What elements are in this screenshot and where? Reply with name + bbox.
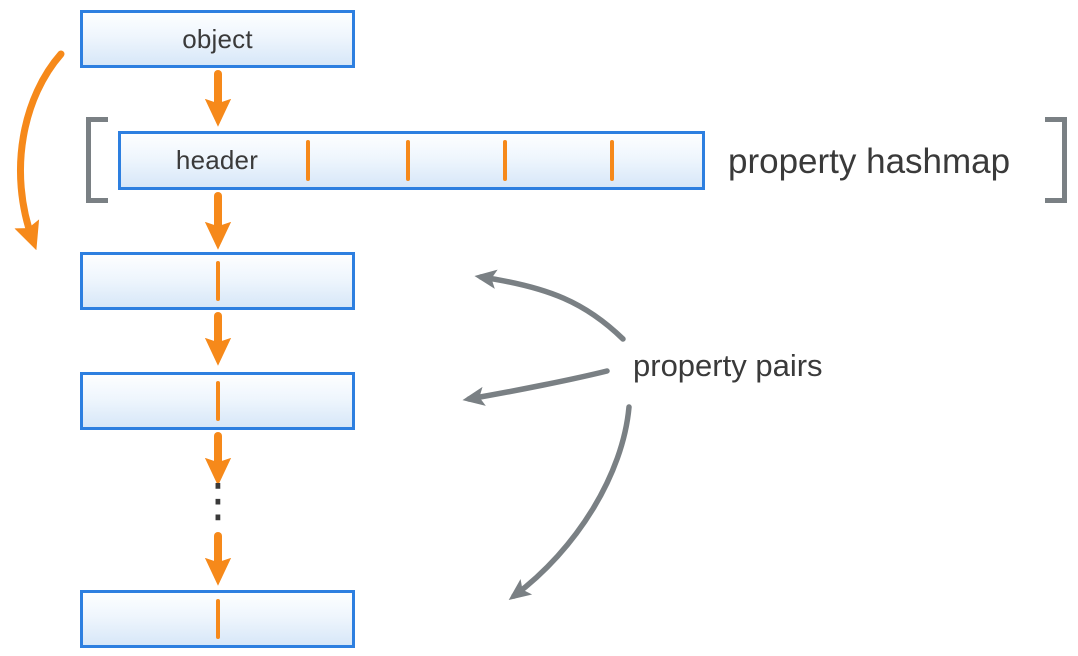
hashmap-box: header (118, 131, 705, 190)
object-box: object (80, 10, 355, 68)
continuation-dots: ⋮ (195, 473, 241, 527)
pairs-callout-arrow-middle (462, 368, 610, 406)
pairs-callout-arrow-top (474, 269, 626, 342)
pair-divider (215, 261, 220, 301)
object-to-pair1-curved-arrow (14, 50, 65, 251)
object-box-label: object (182, 23, 253, 54)
hashmap-slot-divider (610, 140, 614, 181)
hashmap-header-label: header (175, 145, 259, 175)
pairs-caption: property pairs (633, 348, 823, 383)
hashmap-slot-divider (306, 140, 310, 181)
hashmap-slot-divider (406, 140, 410, 181)
pair-divider (215, 599, 220, 639)
pair-divider (215, 381, 220, 421)
hashmap-slot-divider (503, 140, 507, 181)
hashmap-caption: property hashmap (728, 142, 1011, 181)
property-pair-box-1 (80, 252, 355, 310)
property-pair-box-2 (80, 372, 355, 430)
left-bracket (86, 117, 108, 203)
pairs-callout-arrow-bottom (508, 404, 632, 600)
property-pair-box-3 (80, 590, 355, 648)
right-bracket (1045, 117, 1067, 203)
